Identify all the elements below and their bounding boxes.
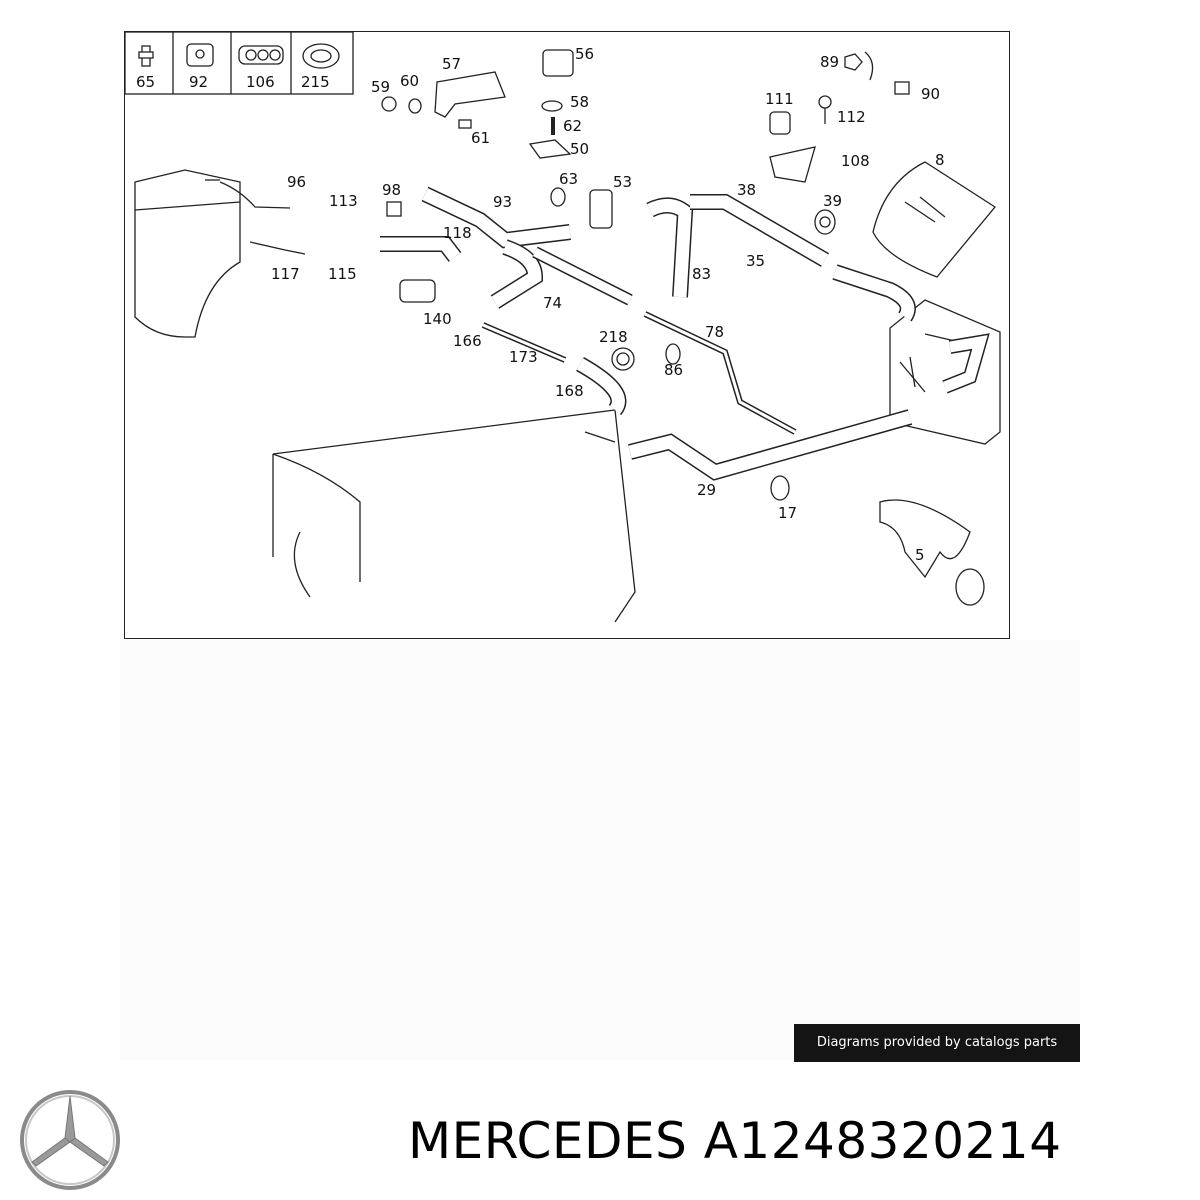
part-label: 93: [493, 193, 512, 211]
part-label: 218: [599, 328, 628, 346]
part-label: 140: [423, 310, 452, 328]
diagram-drawing: 65 92 106 215: [125, 32, 1001, 623]
part-label: 57: [442, 55, 461, 73]
part-label: 58: [570, 93, 589, 111]
part-number-title: MERCEDES A1248320214: [408, 1112, 1062, 1170]
part-label: 90: [921, 85, 940, 103]
part-label: 59: [371, 78, 390, 96]
part-label: 8: [935, 151, 945, 169]
part-label: 168: [555, 382, 584, 400]
part-label: 17: [778, 504, 797, 522]
part-label: 166: [453, 332, 482, 350]
part-label: 89: [820, 53, 839, 71]
part-label: 61: [471, 129, 490, 147]
part-label: 53: [613, 173, 632, 191]
part-label: 111: [765, 90, 794, 108]
mercedes-star-icon: [18, 1088, 122, 1196]
part-label: 74: [543, 294, 562, 312]
bracket-57: [434, 71, 506, 118]
part-label: 112: [837, 108, 866, 126]
diagram-credit-badge: Diagrams provided by catalogs parts: [794, 1024, 1080, 1062]
part-label: 113: [329, 192, 358, 210]
triple-clip-icon: [238, 45, 284, 65]
background-panel: [120, 640, 1080, 1060]
part-label: 29: [697, 481, 716, 499]
part-label: 118: [443, 224, 472, 242]
part-label: 98: [382, 181, 401, 199]
part-label: 62: [563, 117, 582, 135]
part-label: 63: [559, 170, 578, 188]
part-label: 60: [400, 72, 419, 90]
legend-table: 65 92 106 215: [125, 32, 354, 95]
part-label: 115: [328, 265, 357, 283]
band-clamp-icon: [302, 43, 340, 69]
part-label: 35: [746, 252, 765, 270]
part-label: 50: [570, 140, 589, 158]
hose-lines: [219, 181, 990, 481]
reservoir-tank: [134, 169, 241, 338]
legend-number: 215: [301, 73, 330, 91]
part-label: 38: [737, 181, 756, 199]
part-callouts: 57 56 59 60 58 62 61 50 89 90 111 112 10…: [271, 45, 945, 564]
part-label: 117: [271, 265, 300, 283]
part-label: 5: [915, 546, 925, 564]
air-intake-duct: [879, 499, 971, 579]
part-label: 96: [287, 173, 306, 191]
legend-number: 92: [189, 73, 208, 91]
bracket-icon: [186, 43, 214, 67]
part-label: 83: [692, 265, 711, 283]
part-label: 173: [509, 348, 538, 366]
parts-diagram: 65 92 106 215: [124, 31, 1010, 639]
part-label: 108: [841, 152, 870, 170]
legend-number: 106: [246, 73, 275, 91]
engine-block: [272, 409, 636, 623]
part-label: 39: [823, 192, 842, 210]
hose-clamp-icon: [138, 45, 154, 67]
valve-motor: [399, 279, 436, 303]
legend-number: 65: [136, 73, 155, 91]
part-label: 86: [664, 361, 683, 379]
part-label: 56: [575, 45, 594, 63]
fittings: [381, 49, 985, 606]
air-duct-housing: [872, 161, 996, 278]
part-label: 78: [705, 323, 724, 341]
